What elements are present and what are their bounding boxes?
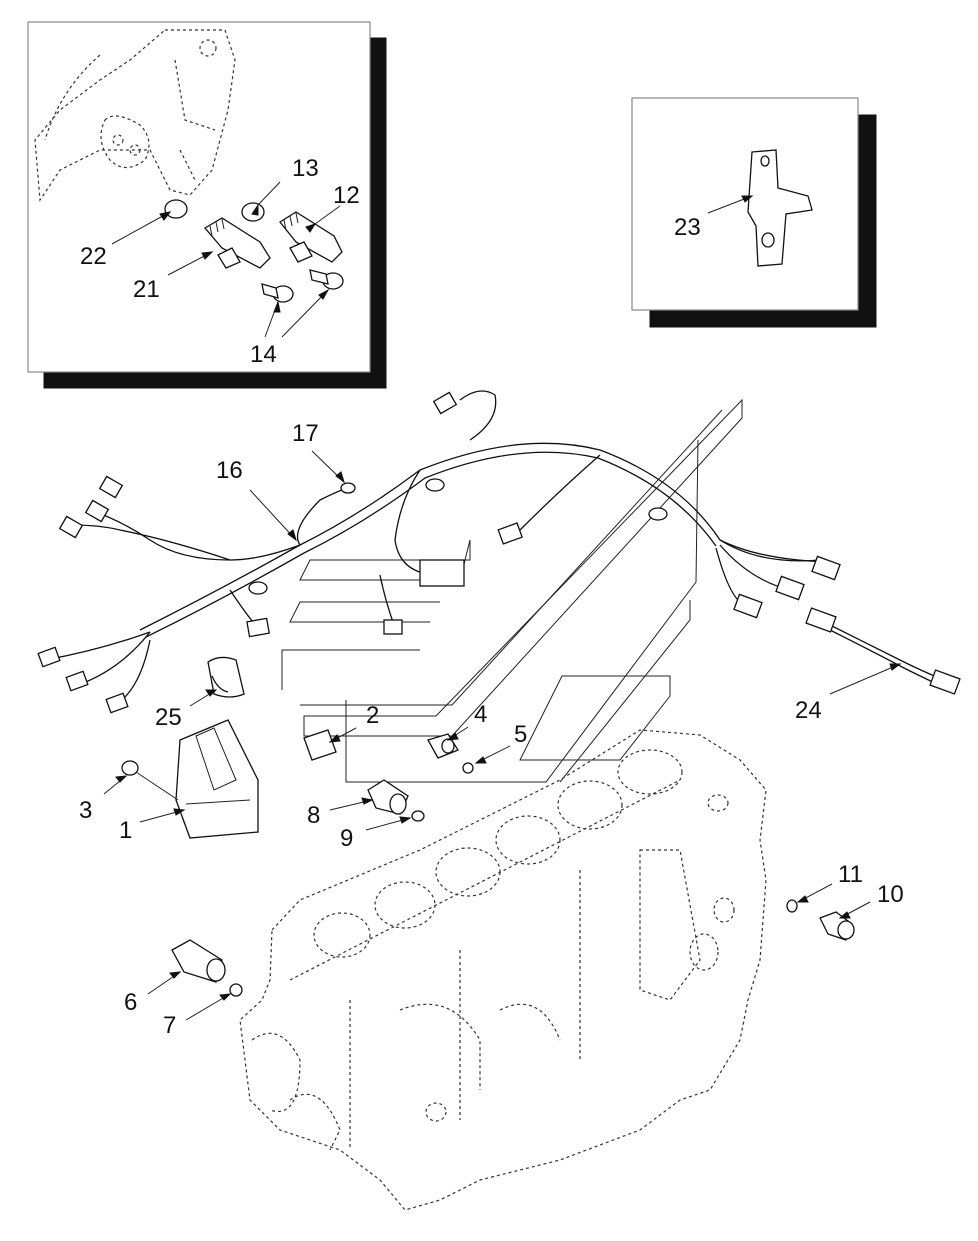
- sensor-10: [819, 911, 855, 941]
- callout-7: 7: [163, 1012, 176, 1039]
- callout-23: 23: [674, 214, 701, 241]
- o-ring-7: [229, 983, 243, 997]
- callout-24: 24: [795, 697, 822, 724]
- callout-25: 25: [155, 704, 182, 731]
- inset-frame: [27, 21, 371, 373]
- speed-sensor-12: [279, 211, 343, 263]
- screw-14a: [261, 283, 294, 303]
- callout-9: 9: [340, 825, 353, 852]
- callout-6: 6: [124, 989, 137, 1016]
- o-ring-11: [786, 899, 798, 913]
- leader-14b: [281, 289, 329, 338]
- detail-inset-speed-sensors: [27, 21, 387, 389]
- callout-8: 8: [307, 802, 320, 829]
- wiring-harness-16: [37, 390, 841, 714]
- sensor-8: [367, 779, 409, 815]
- sensor-cable-24: [805, 607, 961, 695]
- block-fragment: [34, 29, 236, 202]
- sensor-6: [171, 939, 226, 983]
- background-stripes: [281, 398, 743, 783]
- o-ring-22: [164, 199, 188, 219]
- screw-14b: [309, 269, 344, 290]
- o-ring-9: [411, 810, 425, 822]
- callout-10: 10: [877, 881, 904, 908]
- callout-11: 11: [838, 861, 863, 888]
- callout-1: 1: [119, 817, 132, 844]
- callout-22: 22: [80, 243, 107, 270]
- leader-22: [111, 211, 171, 245]
- detail-inset-bracket: [631, 97, 877, 328]
- callout-12: 12: [333, 182, 360, 209]
- engine-block: [239, 729, 767, 1211]
- callout-2: 2: [366, 702, 379, 729]
- speed-sensor-21: [204, 217, 271, 269]
- callouts: 22 13 12 21 14 23 17 16 25 2 4 5 24 3 1 …: [79, 155, 904, 1039]
- leader-12: [314, 205, 341, 225]
- o-ring-5: [462, 762, 474, 774]
- sensor-2: [303, 729, 337, 761]
- leader-13: [257, 181, 281, 206]
- callout-14: 14: [250, 341, 277, 368]
- inset-frame-2: [631, 97, 859, 311]
- module-1: [175, 719, 259, 839]
- o-ring-13: [241, 202, 265, 222]
- screw-3: [121, 760, 179, 801]
- leader-lines: [103, 450, 902, 1021]
- callout-17: 17: [292, 420, 319, 447]
- callout-21: 21: [133, 276, 160, 303]
- callout-4: 4: [474, 701, 487, 728]
- bracket-23: [747, 149, 813, 267]
- callout-5: 5: [514, 721, 527, 748]
- callout-16: 16: [216, 457, 243, 484]
- callout-13: 13: [292, 155, 319, 182]
- clip-25: [207, 656, 245, 698]
- callout-3: 3: [79, 797, 92, 824]
